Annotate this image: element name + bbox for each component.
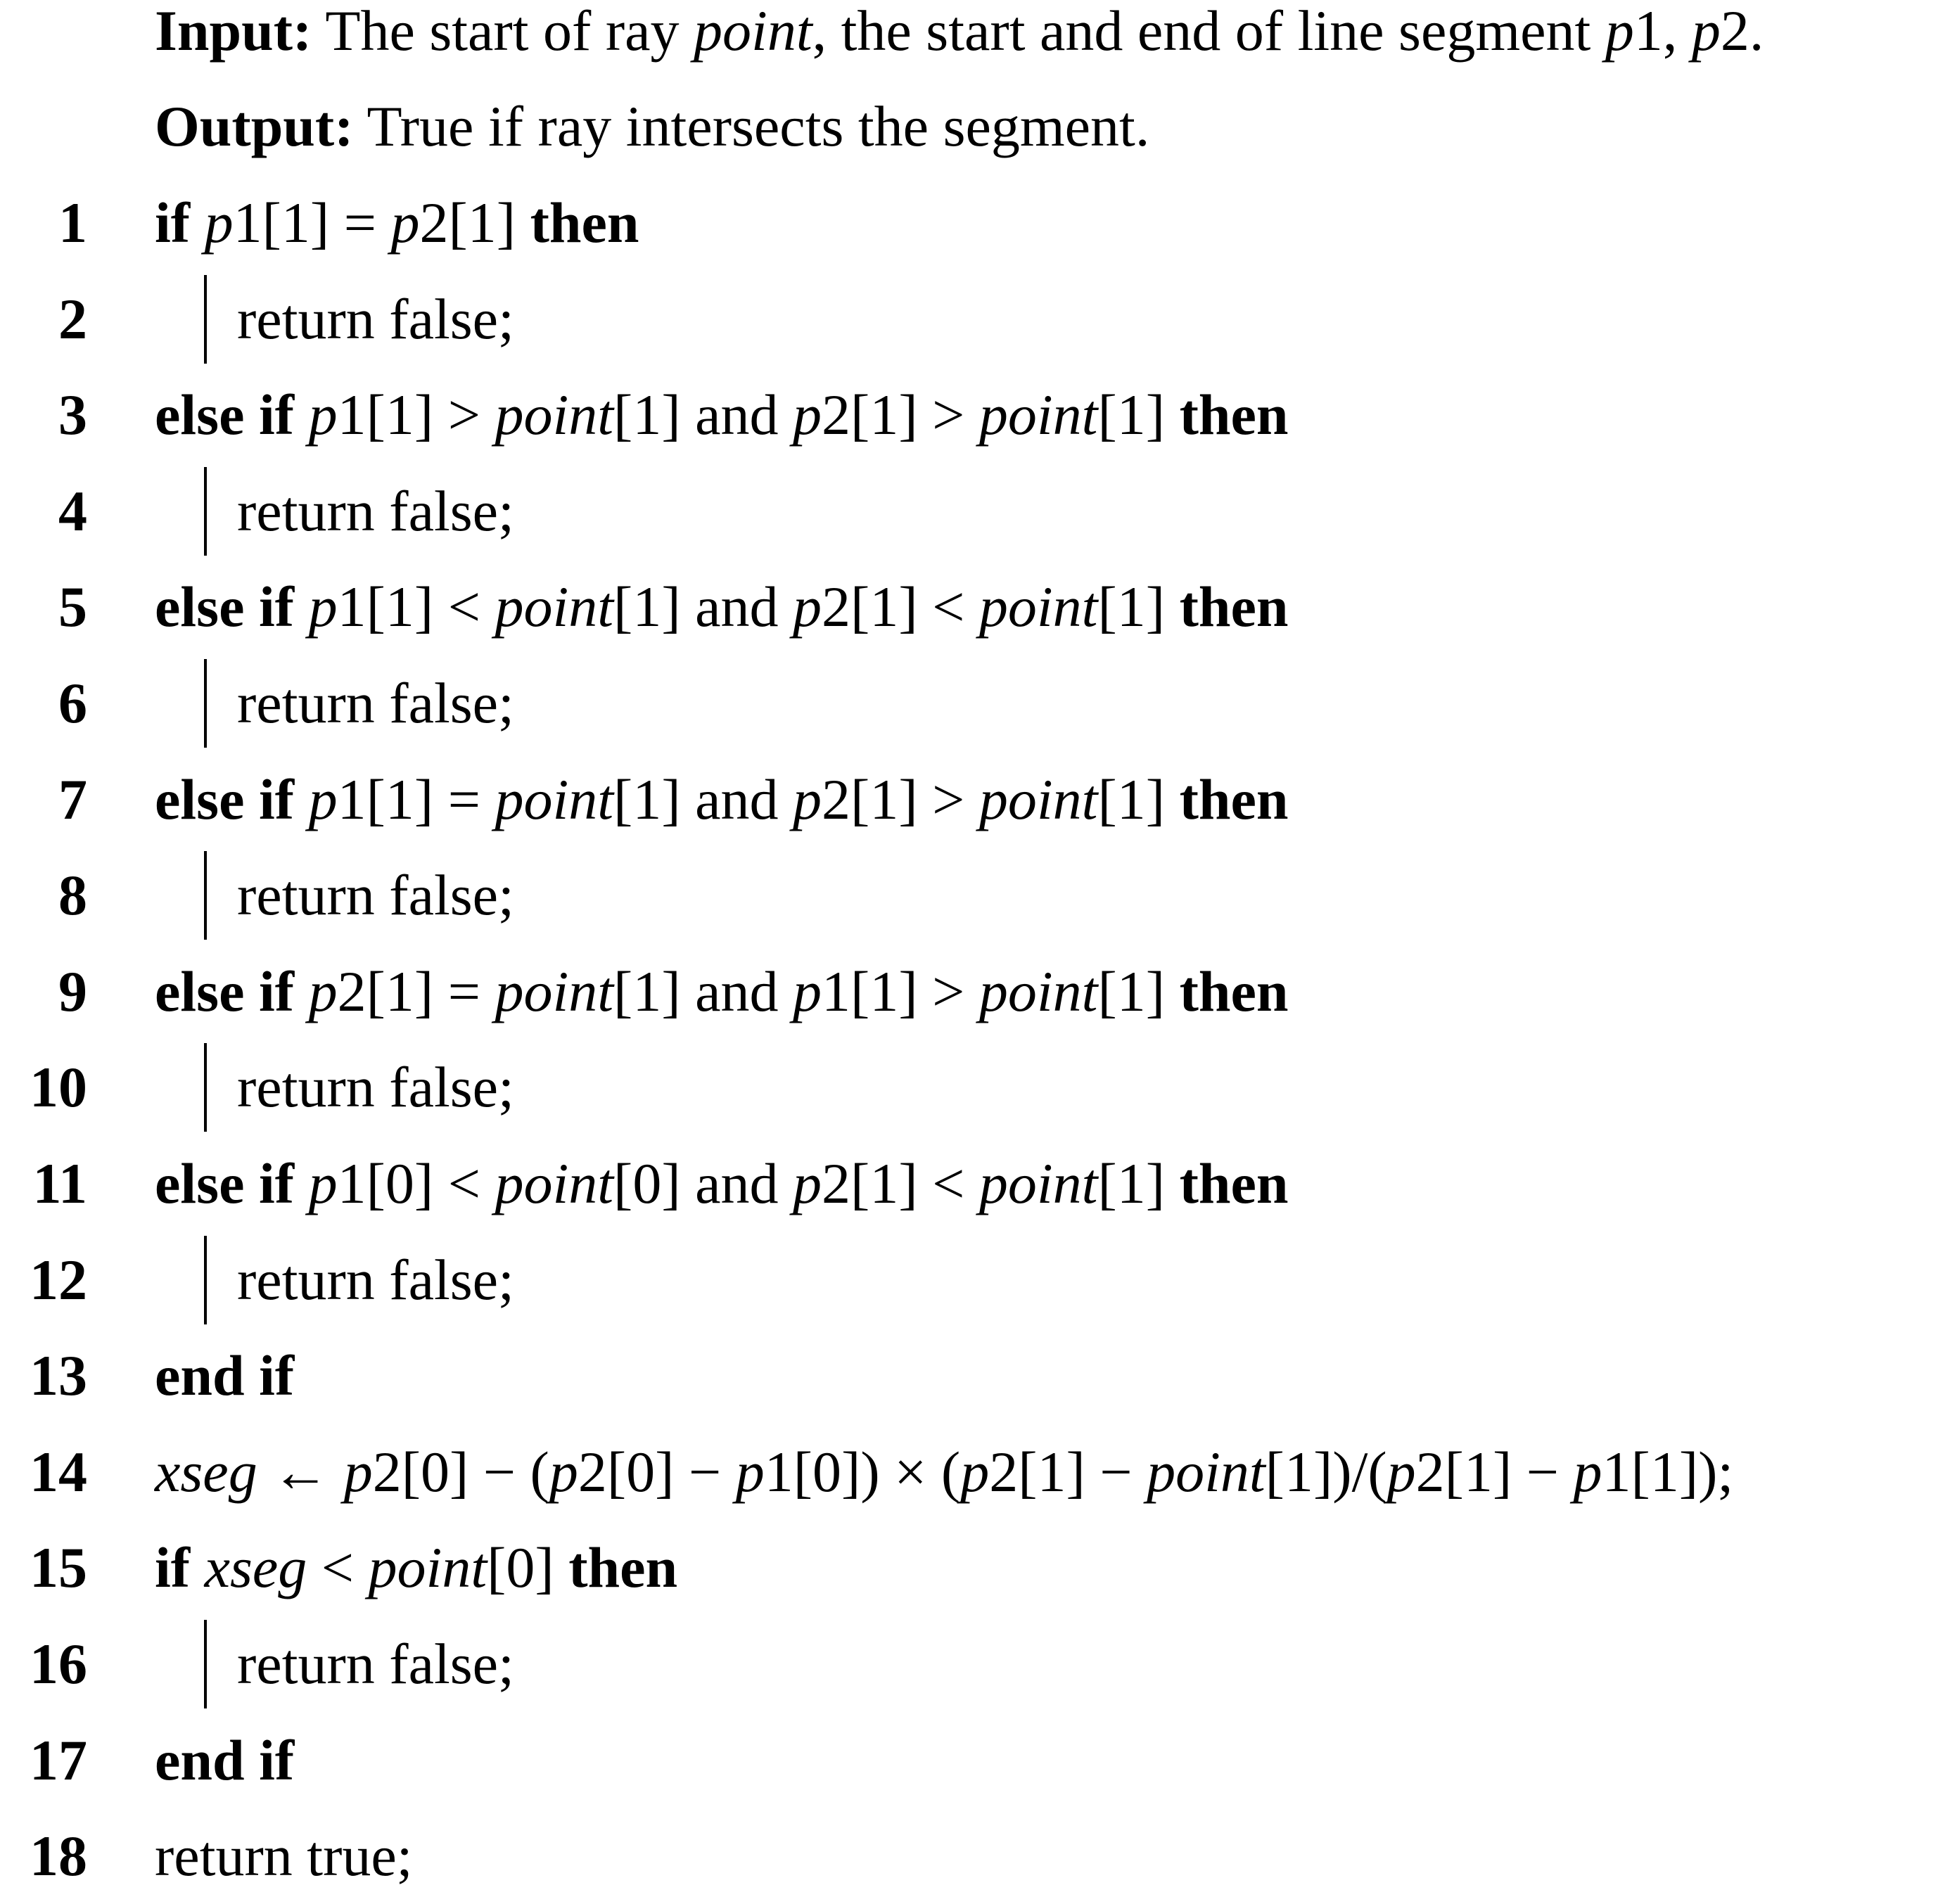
algorithm-input: Input: The start of ray point, the start… [155, 0, 1764, 63]
line-number: 4 [58, 479, 87, 543]
line-number: 17 [30, 1728, 87, 1792]
line-number: 2 [58, 287, 87, 351]
statement-text: return false; [237, 479, 514, 543]
block-indent-bar [204, 851, 207, 940]
line-number: 3 [58, 383, 87, 447]
line-number: 12 [30, 1248, 87, 1312]
block-indent-bar [204, 1620, 207, 1708]
code-line-8: 8 return false; [0, 848, 1938, 943]
code-line-4: 4 return false; [0, 464, 1938, 559]
line-number: 10 [30, 1055, 87, 1119]
keyword-if: if [155, 1535, 205, 1599]
statement-text: return false; [237, 863, 514, 927]
statement-text: return true; [155, 1824, 413, 1888]
line-number: 11 [32, 1151, 87, 1215]
algorithm-output: Output: True if ray intersects the segme… [0, 79, 1938, 174]
line-number: 16 [30, 1632, 87, 1696]
keyword-then: then [1179, 383, 1289, 447]
code-line-18: 18 return true; [0, 1808, 1938, 1904]
code-line-6: 6 return false; [0, 656, 1938, 751]
line-number: 9 [58, 959, 87, 1023]
input-label: Input: [155, 0, 312, 63]
code-line-3: 3 else if p1[1] > point[1] and p2[1] > p… [0, 367, 1938, 463]
line-number: 13 [30, 1343, 87, 1407]
keyword-else-if: else if [155, 767, 309, 831]
keyword-then: then [568, 1535, 678, 1599]
block-indent-bar [204, 467, 207, 556]
code-line-9: 9 else if p2[1] = point[1] and p1[1] > p… [0, 944, 1938, 1040]
block-indent-bar [204, 659, 207, 748]
var-xseg: xseg [155, 1440, 257, 1504]
code-line-10: 10 return false; [0, 1040, 1938, 1135]
code-line-2: 2 return false; [0, 271, 1938, 367]
keyword-end-if: end if [155, 1343, 295, 1407]
statement-text: return false; [237, 1248, 514, 1312]
keyword-then: then [530, 191, 639, 255]
line-number: 18 [30, 1824, 87, 1888]
line-number: 1 [58, 191, 87, 255]
line-number: 6 [58, 671, 87, 735]
line-number: 15 [30, 1535, 87, 1599]
code-line-14: 14 xseg ← p2[0] − (p2[0] − p1[0]) × (p2[… [0, 1424, 1938, 1520]
line-number: 7 [58, 767, 87, 831]
code-line-13: 13 end if [0, 1328, 1938, 1424]
line-number: 8 [58, 863, 87, 927]
keyword-else-if: else if [155, 1151, 309, 1215]
code-line-1: 1 if p1[1] = p2[1] then [0, 175, 1938, 271]
code-line-7: 7 else if p1[1] = point[1] and p2[1] > p… [0, 752, 1938, 848]
keyword-end-if: end if [155, 1728, 295, 1792]
output-text: True if ray intersects the segment. [353, 94, 1150, 158]
input-var-point: point [694, 0, 812, 63]
statement-text: return false; [237, 1055, 514, 1119]
statement-text: return false; [237, 287, 514, 351]
statement-text: return false; [237, 671, 514, 735]
code-line-15: 15 if xseg < point[0] then [0, 1520, 1938, 1616]
code-line-11: 11 else if p1[0] < point[0] and p2[1] < … [0, 1136, 1938, 1232]
code-line-12: 12 return false; [0, 1232, 1938, 1328]
line-number: 14 [30, 1440, 87, 1504]
line-number: 5 [58, 575, 87, 639]
block-indent-bar [204, 1043, 207, 1132]
keyword-if: if [155, 191, 205, 255]
block-indent-bar [204, 275, 207, 364]
output-label: Output: [155, 94, 354, 158]
keyword-then: then [1179, 767, 1289, 831]
code-line-17: 17 end if [0, 1713, 1938, 1808]
keyword-else-if: else if [155, 959, 309, 1023]
keyword-then: then [1179, 1151, 1289, 1215]
statement-text: return false; [237, 1632, 514, 1696]
block-indent-bar [204, 1236, 207, 1324]
input-text: The start of ray [312, 0, 694, 63]
code-line-16: 16 return false; [0, 1616, 1938, 1712]
keyword-then: then [1179, 959, 1289, 1023]
keyword-else-if: else if [155, 575, 309, 639]
code-line-5: 5 else if p1[1] < point[1] and p2[1] < p… [0, 559, 1938, 655]
keyword-then: then [1179, 575, 1289, 639]
keyword-else-if: else if [155, 383, 309, 447]
